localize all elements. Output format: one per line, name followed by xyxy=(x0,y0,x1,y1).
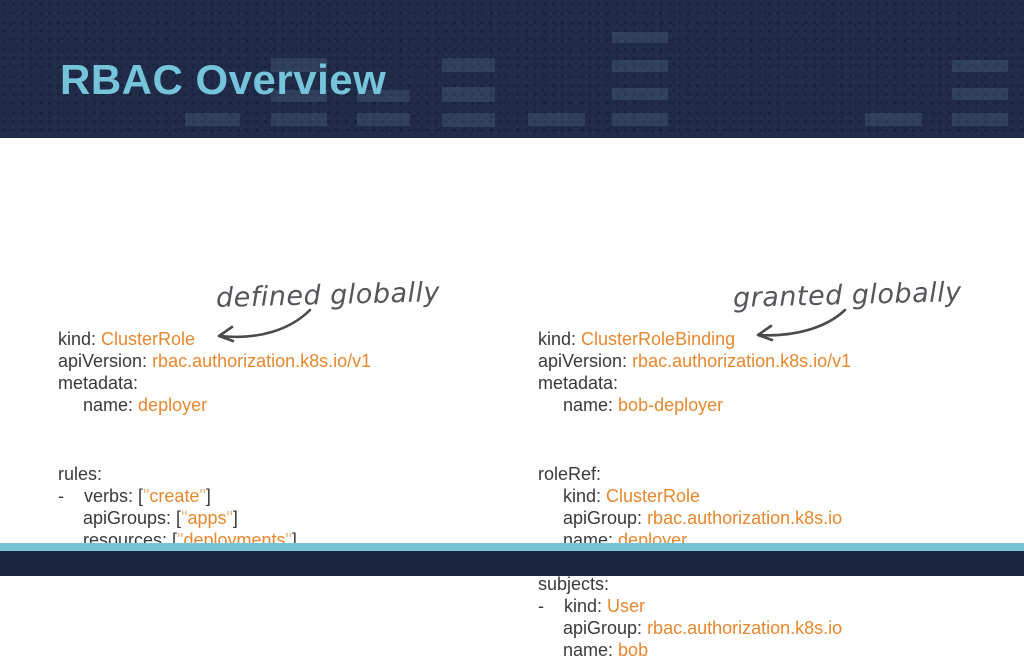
yaml-value: ClusterRole xyxy=(101,329,196,349)
page-title: RBAC Overview xyxy=(60,56,387,103)
yaml-value: rbac.authorization.k8s.io/v1 xyxy=(632,351,852,371)
yaml-key: apiVersion: xyxy=(58,351,153,371)
header-texture-block xyxy=(952,60,1008,72)
header-texture-block xyxy=(442,58,495,72)
code-line: - verbs: ["create"] xyxy=(58,485,371,507)
yaml-key: " xyxy=(143,486,150,506)
code-line: kind: ClusterRole xyxy=(538,485,851,507)
yaml-key: apiGroup: xyxy=(538,618,648,638)
code-line: apiGroup: rbac.authorization.k8s.io xyxy=(538,507,851,529)
yaml-value: bob xyxy=(618,640,649,660)
yaml-key: - verbs: [ xyxy=(58,486,144,506)
code-line: kind: ClusterRoleBinding xyxy=(538,328,851,350)
yaml-key: kind: xyxy=(538,486,607,506)
header-texture-block xyxy=(357,90,410,102)
code-line: name: bob xyxy=(538,639,851,661)
yaml-value: apps xyxy=(187,508,227,528)
header-texture-block xyxy=(442,113,495,127)
code-line: name: bob-deployer xyxy=(538,394,851,416)
code-line: roleRef: xyxy=(538,463,851,485)
yaml-key: metadata: xyxy=(538,373,619,393)
header-texture-block xyxy=(612,88,668,100)
code-line: kind: ClusterRole xyxy=(58,328,371,350)
yaml-key: apiGroups: [ xyxy=(58,508,182,528)
code-line: name: deployer xyxy=(58,394,371,416)
yaml-key: apiGroup: xyxy=(538,508,648,528)
yaml-value: deployer xyxy=(138,395,208,415)
yaml-key: " xyxy=(226,508,233,528)
yaml-key: ] xyxy=(291,530,297,550)
curved-arrow-right-icon xyxy=(756,308,847,342)
yaml-value: create xyxy=(149,486,200,506)
code-line: apiVersion: rbac.authorization.k8s.io/v1 xyxy=(58,350,371,372)
header-texture-block xyxy=(612,60,668,72)
header-texture-block xyxy=(442,87,495,102)
code-line: apiVersion: rbac.authorization.k8s.io/v1 xyxy=(538,350,851,372)
yaml-key: ] xyxy=(205,486,211,506)
yaml-key: " xyxy=(177,530,184,550)
yaml-value: rbac.authorization.k8s.io/v1 xyxy=(152,351,372,371)
header-texture-block xyxy=(952,88,1008,100)
yaml-key: rules: xyxy=(58,464,103,484)
slide-header: RBAC Overview xyxy=(0,0,1024,138)
code-line: metadata: xyxy=(538,372,851,394)
slide-body: defined globally granted globally kind: … xyxy=(0,138,1024,660)
yaml-key: " xyxy=(285,530,292,550)
header-texture-block xyxy=(185,113,240,126)
yaml-key: " xyxy=(181,508,188,528)
header-texture-block xyxy=(271,90,327,102)
yaml-value: User xyxy=(607,596,646,616)
header-texture-block xyxy=(612,113,668,126)
slide-footer xyxy=(0,551,1024,576)
header-texture-block xyxy=(528,113,585,126)
yaml-key: " xyxy=(199,486,206,506)
code-line: metadata: xyxy=(58,372,371,394)
yaml-value: ClusterRole xyxy=(606,486,701,506)
header-texture-block xyxy=(952,113,1008,126)
yaml-key: name: xyxy=(538,395,619,415)
yaml-key: metadata: xyxy=(58,373,139,393)
code-line: rules: xyxy=(58,463,371,485)
yaml-value: rbac.authorization.k8s.io xyxy=(647,618,843,638)
yaml-key: - kind: xyxy=(538,596,608,616)
footer-accent-bar xyxy=(0,543,1024,551)
code-line: subjects: xyxy=(538,573,851,595)
yaml-value: ClusterRoleBinding xyxy=(581,329,736,349)
header-texture-block xyxy=(357,113,410,126)
code-line: apiGroups: ["apps"] xyxy=(58,507,371,529)
header-texture-block xyxy=(612,32,668,43)
yaml-value: rbac.authorization.k8s.io xyxy=(647,508,843,528)
yaml-key: roleRef: xyxy=(538,464,602,484)
yaml-key: subjects: xyxy=(538,574,610,594)
yaml-key: kind: xyxy=(58,329,102,349)
yaml-key: ] xyxy=(232,508,238,528)
yaml-value: bob-deployer xyxy=(618,395,724,415)
header-texture-block xyxy=(271,113,327,126)
code-line: - kind: User xyxy=(538,595,851,617)
yaml-key: kind: xyxy=(538,329,582,349)
yaml-key: name: xyxy=(538,640,619,660)
yaml-key: name: xyxy=(58,395,139,415)
yaml-block: rules:- verbs: ["create"] apiGroups: ["a… xyxy=(58,463,371,551)
curved-arrow-left-icon xyxy=(217,308,312,343)
yaml-key: apiVersion: xyxy=(538,351,633,371)
header-texture-block xyxy=(865,113,922,126)
code-line: apiGroup: rbac.authorization.k8s.io xyxy=(538,617,851,639)
header-texture-block xyxy=(271,58,327,72)
